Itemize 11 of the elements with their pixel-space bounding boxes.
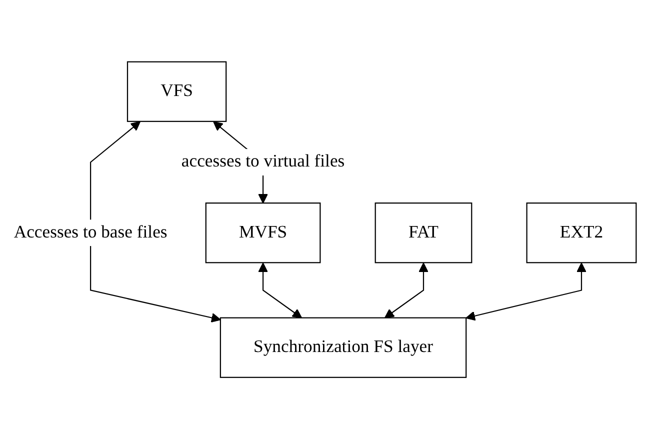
arrow — [90, 122, 220, 323]
arrow — [465, 263, 586, 322]
edge-label: Accesses to base files — [13, 223, 167, 242]
node-box: VFS — [126, 62, 226, 122]
edge-label: accesses to virtual files — [180, 152, 344, 172]
arrow — [384, 263, 428, 319]
node-box: MVFS — [204, 202, 320, 264]
node-box: EXT2 — [526, 202, 636, 264]
arrow — [258, 263, 302, 319]
node-box: FAT — [374, 202, 472, 264]
node-box: Synchronization FS layer — [219, 318, 466, 378]
